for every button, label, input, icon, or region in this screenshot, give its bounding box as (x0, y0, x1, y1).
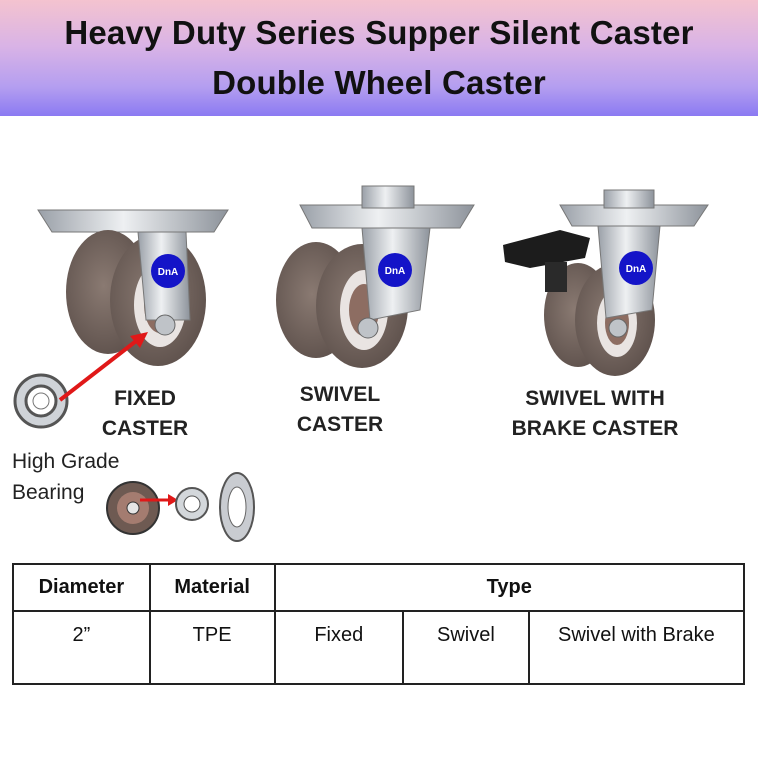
dna-badge-icon (619, 251, 653, 285)
svg-text:DnA: DnA (626, 264, 647, 275)
header-type: Type (273, 563, 745, 612)
header-diameter: Diameter (12, 563, 151, 612)
cell-type-brake: Swivel with Brake (527, 610, 746, 685)
fixed-caster-image: DnA (37, 209, 229, 366)
cell-diameter: 2” (12, 610, 151, 685)
svg-text:DnA: DnA (158, 267, 179, 278)
cell-type-fixed: Fixed (273, 610, 405, 685)
swivel-caster-image: DnA (276, 185, 475, 368)
header-material: Material (148, 563, 276, 612)
title-banner: Heavy Duty Series Supper Silent Caster D… (0, 0, 758, 116)
title-line-1: Heavy Duty Series Supper Silent Caster (64, 14, 694, 51)
bearing-ring-icon (13, 373, 69, 429)
cell-material: TPE (148, 610, 276, 685)
brake-caster-image: DnA (503, 189, 709, 376)
product-illustration: DnA DnA DnA (13, 185, 709, 542)
svg-text:DnA: DnA (385, 266, 406, 277)
cell-type-swivel: Swivel (402, 610, 530, 685)
dna-badge-icon (151, 254, 185, 288)
bearing-cluster-icon (106, 472, 255, 542)
arrow-icon (58, 336, 142, 402)
table-header-row: Diameter Material Type (12, 563, 745, 612)
title-line-2: Double Wheel Caster (212, 64, 546, 101)
dna-badge-icon (378, 253, 412, 287)
table-row: 2” TPE Fixed Swivel Swivel with Brake (12, 610, 746, 685)
spec-table: Diameter Material Type 2” TPE Fixed Swiv… (12, 563, 746, 685)
